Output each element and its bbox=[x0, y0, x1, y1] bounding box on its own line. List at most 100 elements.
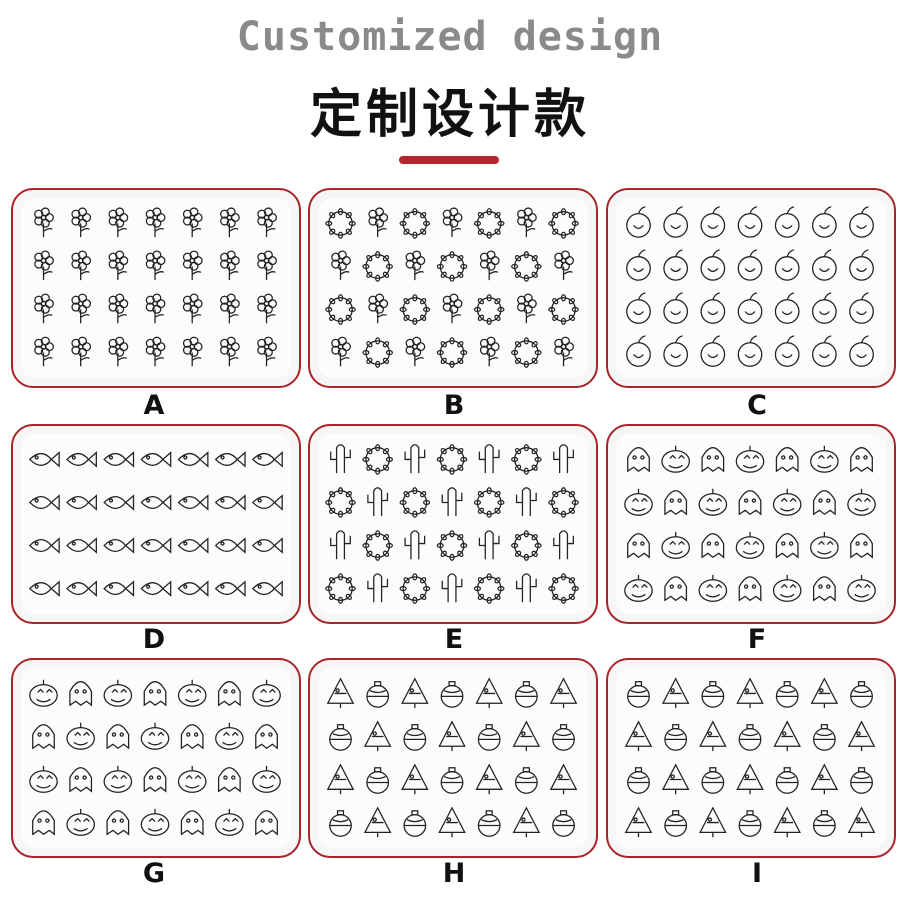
doodle-icon bbox=[548, 487, 579, 518]
doodle-icon bbox=[403, 810, 427, 837]
doodle-icon bbox=[255, 724, 278, 750]
doodle-icon bbox=[257, 250, 277, 281]
doodle-icon bbox=[405, 250, 426, 281]
doodle-icon bbox=[66, 537, 97, 554]
doodle-icon bbox=[403, 724, 427, 751]
design-preview-f bbox=[616, 434, 886, 614]
doodle-icon bbox=[34, 293, 54, 324]
doodle-icon bbox=[473, 573, 505, 604]
doodle-icon bbox=[71, 250, 92, 281]
doodle-icon bbox=[515, 573, 537, 603]
doodle-icon bbox=[362, 251, 393, 282]
doodle-icon bbox=[626, 292, 651, 324]
doodle-icon bbox=[440, 767, 464, 794]
doodle-icon bbox=[849, 249, 874, 281]
doodle-icon bbox=[441, 573, 463, 603]
design-card-d[interactable] bbox=[11, 424, 301, 624]
doodle-icon bbox=[180, 724, 204, 750]
doodle-icon bbox=[103, 765, 133, 793]
doodle-icon bbox=[775, 767, 799, 794]
doodle-icon bbox=[624, 720, 653, 752]
doodle-icon bbox=[442, 293, 463, 324]
doodle-icon bbox=[701, 533, 725, 559]
doodle-icon bbox=[772, 488, 802, 516]
doodle-icon bbox=[329, 724, 352, 751]
doodle-icon bbox=[847, 488, 876, 516]
doodle-icon bbox=[29, 765, 58, 793]
design-card-f[interactable] bbox=[606, 424, 896, 624]
doodle-icon bbox=[331, 250, 351, 281]
doodle-icon bbox=[329, 810, 352, 837]
doodle-icon bbox=[849, 335, 874, 367]
doodle-icon bbox=[774, 206, 800, 238]
doodle-icon bbox=[251, 451, 283, 468]
doodle-icon bbox=[810, 677, 839, 709]
card-label-e: E bbox=[444, 624, 464, 655]
doodle-icon bbox=[735, 531, 765, 559]
doodle-icon bbox=[363, 806, 392, 838]
doodle-icon bbox=[738, 490, 762, 516]
doodle-icon bbox=[810, 531, 839, 559]
doodle-icon bbox=[32, 810, 55, 836]
doodle-icon bbox=[32, 724, 55, 750]
doodle-icon bbox=[812, 810, 836, 837]
doodle-icon bbox=[700, 335, 726, 367]
doodle-icon bbox=[549, 763, 578, 795]
doodle-icon bbox=[699, 806, 727, 838]
design-preview-d bbox=[21, 434, 291, 614]
doodle-icon bbox=[436, 530, 468, 561]
doodle-icon bbox=[108, 336, 129, 367]
doodle-icon bbox=[325, 208, 356, 239]
doodle-icon bbox=[511, 251, 542, 282]
doodle-icon bbox=[220, 250, 240, 281]
doodle-icon bbox=[106, 810, 130, 836]
doodle-icon bbox=[362, 444, 393, 475]
design-card-e[interactable] bbox=[308, 424, 598, 624]
doodle-icon bbox=[399, 573, 431, 604]
doodle-icon bbox=[477, 810, 501, 837]
doodle-icon bbox=[810, 445, 839, 473]
doodle-icon bbox=[700, 249, 726, 281]
doodle-icon bbox=[177, 580, 209, 597]
doodle-icon bbox=[627, 533, 650, 559]
doodle-icon bbox=[479, 250, 500, 281]
doodle-icon bbox=[548, 573, 579, 604]
doodle-icon bbox=[220, 293, 240, 324]
doodle-icon bbox=[363, 720, 392, 752]
doodle-icon bbox=[849, 206, 874, 238]
doodle-icon bbox=[28, 451, 60, 468]
doodle-icon bbox=[701, 767, 725, 794]
doodle-icon bbox=[140, 537, 172, 554]
design-card-h[interactable] bbox=[308, 658, 598, 858]
doodle-icon bbox=[511, 530, 542, 561]
doodle-icon bbox=[477, 724, 501, 751]
doodle-icon bbox=[627, 447, 650, 473]
doodle-icon bbox=[850, 533, 873, 559]
doodle-icon bbox=[220, 207, 240, 238]
doodle-icon bbox=[438, 720, 466, 752]
doodle-icon bbox=[661, 763, 690, 795]
doodle-icon bbox=[143, 767, 167, 793]
doodle-icon bbox=[511, 337, 542, 368]
doodle-icon bbox=[517, 293, 537, 324]
design-card-c[interactable] bbox=[606, 188, 896, 388]
doodle-icon bbox=[366, 681, 390, 708]
doodle-icon bbox=[143, 681, 167, 707]
design-card-i[interactable] bbox=[606, 658, 896, 858]
doodle-icon bbox=[626, 335, 651, 367]
design-card-b[interactable] bbox=[308, 188, 598, 388]
doodle-icon bbox=[478, 444, 500, 474]
doodle-icon bbox=[405, 336, 426, 367]
doodle-icon bbox=[701, 447, 725, 473]
doodle-icon bbox=[849, 292, 874, 324]
doodle-icon bbox=[368, 293, 389, 324]
doodle-icon bbox=[548, 294, 579, 325]
fruits-icon-grid bbox=[626, 206, 874, 367]
card-label-b: B bbox=[443, 390, 465, 421]
design-card-a[interactable] bbox=[11, 188, 301, 388]
design-card-g[interactable] bbox=[11, 658, 301, 858]
doodle-icon bbox=[368, 207, 389, 238]
doodle-icon bbox=[140, 722, 170, 750]
doodle-icon bbox=[664, 576, 688, 602]
doodle-icon bbox=[737, 335, 763, 367]
